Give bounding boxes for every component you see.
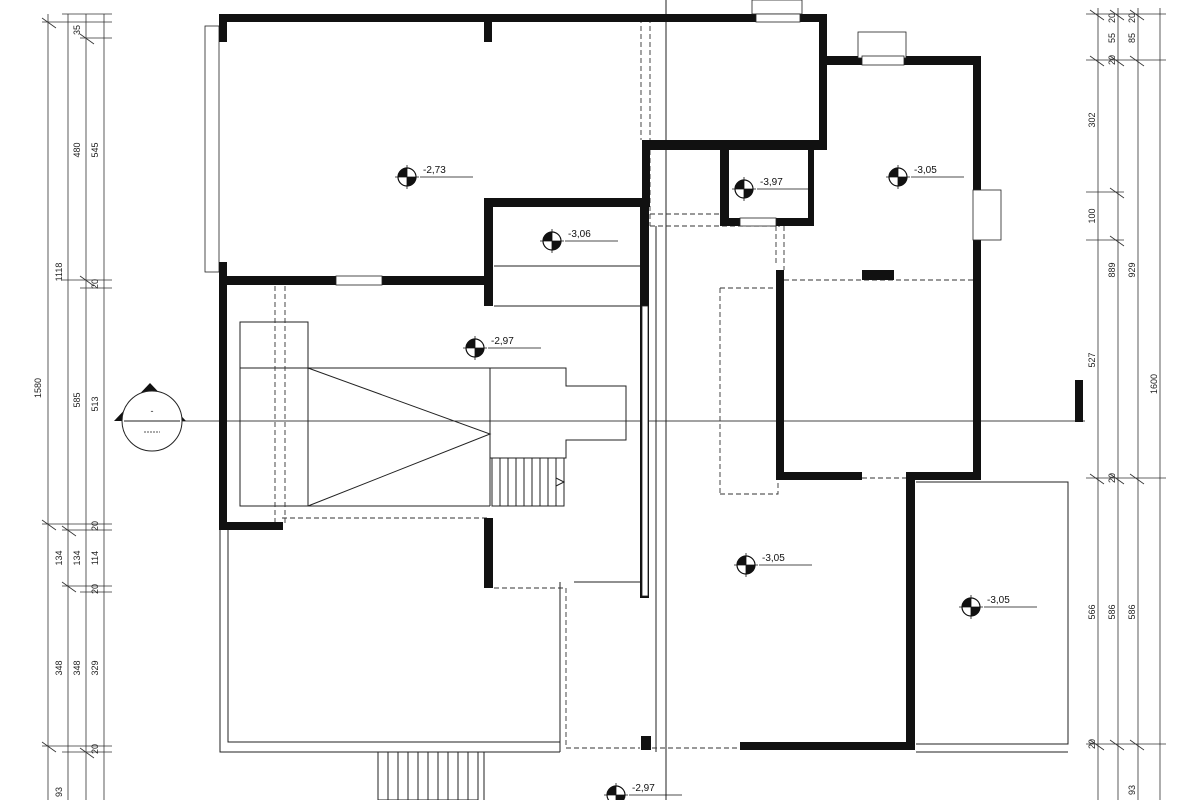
stairs-bottom [377, 751, 479, 800]
level-label: -3,05 [762, 553, 785, 564]
dim-left-mid: 348 [54, 660, 64, 675]
dim-left-inner1: 545 [90, 142, 100, 157]
dim-right-outer: 1600 [1149, 374, 1159, 394]
dim-left-mid: 1118 [54, 263, 64, 282]
section-marker-label: - [151, 406, 154, 416]
level-marker-room-bottom: -2,97 [604, 783, 682, 800]
level-marker-room-top-middle: -3,97 [732, 177, 810, 201]
dim-right-inner1: 20 [1107, 473, 1117, 483]
level-label: -3,05 [914, 165, 937, 176]
dim-right-inner2: 302 [1087, 112, 1097, 127]
dim-left-inner2: 513 [90, 396, 100, 411]
dim-right-mid: 85 [1127, 33, 1137, 43]
dim-right-inner1: 889 [1107, 262, 1117, 277]
level-markers: -2,73 -3,06 -3,97 -3,05 -2,97 -3,05 -3,05 -2,97 [395, 165, 1037, 800]
level-label: -3,06 [568, 229, 591, 240]
dim-right-inner2: 100 [1087, 208, 1097, 223]
dim-left-inner1: 35 [72, 25, 82, 35]
dim-right-inner2: 566 [1087, 604, 1097, 619]
dim-right-inner1: 55 [1107, 33, 1117, 43]
right-dimension-lines: 1600 93 20 85 929 586 20 55 20 889 20 58… [1086, 8, 1166, 800]
dim-right-mid: 586 [1127, 604, 1137, 619]
level-label: -3,97 [760, 177, 783, 188]
windows [335, 0, 1002, 597]
dim-left-mid: 134 [54, 550, 64, 565]
dim-left-inner2: 329 [90, 660, 100, 675]
left-dimension-lines: 1580 1118 134 348 93 35 545 585 134 348 … [33, 13, 112, 800]
dim-left-inner2: 114 [90, 551, 100, 565]
level-label: -2,97 [632, 783, 655, 794]
level-marker-room-top-left: -2,73 [395, 165, 473, 189]
outline-lines [204, 0, 1069, 800]
dim-left-outer: 1580 [33, 378, 43, 398]
dim-left-inner2: 20 [90, 584, 100, 594]
dim-right-mid: 20 [1127, 13, 1137, 23]
level-marker-room-small-center: -3,06 [540, 229, 618, 253]
dashed-lines [274, 18, 974, 749]
dim-right-inner2: 527 [1087, 352, 1097, 367]
level-label: -2,73 [423, 165, 446, 176]
dim-left-inner1: 134 [72, 550, 82, 565]
walls [219, 14, 981, 750]
dim-right-inner1: 20 [1107, 55, 1117, 65]
level-marker-room-right-lower: -3,05 [959, 595, 1037, 619]
dim-right-inner2: 20 [1087, 739, 1097, 749]
level-marker-room-top-right: -3,05 [886, 165, 964, 189]
dim-left-inner1: 585 [72, 392, 82, 407]
dim-left-inner2: 20 [90, 279, 100, 289]
dim-left-inner2: 480 [72, 142, 82, 157]
dim-left-inner2: 20 [90, 521, 100, 531]
dim-left-mid: 93 [54, 787, 64, 797]
dim-right-mid: 929 [1127, 262, 1137, 277]
dim-left-inner2: 20 [90, 744, 100, 754]
level-label: -2,97 [491, 336, 514, 347]
dim-right-inner1: 20 [1107, 13, 1117, 23]
dim-left-inner1: 348 [72, 660, 82, 675]
dim-right-outer: 93 [1127, 785, 1137, 795]
level-marker-room-garage: -2,97 [463, 336, 541, 360]
dim-right-inner1: 586 [1107, 604, 1117, 619]
stairs-garage [491, 457, 566, 507]
level-label: -3,05 [987, 595, 1010, 606]
level-marker-room-center-lower: -3,05 [734, 553, 812, 577]
